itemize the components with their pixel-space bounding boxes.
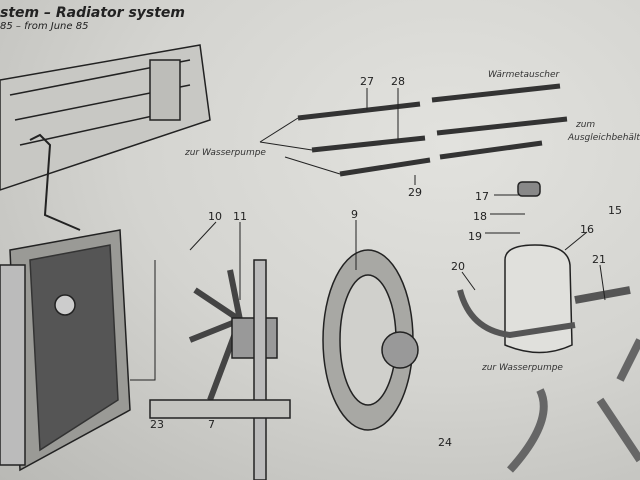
callout-29: 29 (408, 186, 422, 199)
label-zur-wasserpumpe-top: zur Wasserpumpe (184, 148, 266, 158)
callout-10: 10 (208, 210, 222, 223)
hose-lower (507, 338, 640, 473)
callout-27: 27 (360, 75, 374, 88)
callout-16: 16 (580, 223, 594, 236)
callout-28: 28 (391, 75, 405, 88)
callout-7: 7 (208, 418, 215, 431)
callout-15: 15 (608, 204, 622, 217)
pipe (149, 399, 291, 419)
callout-9: 9 (351, 208, 358, 221)
callout-24: 24 (438, 436, 452, 449)
callout-23: 23 (150, 418, 164, 431)
label-waermetauscher: Wärmetauscher (488, 70, 561, 80)
fan-shroud (322, 249, 419, 431)
label-ausgleichbehaelter: Ausgleichbehält (567, 133, 640, 143)
hoses (297, 83, 568, 177)
arrow (29, 133, 81, 231)
callout-17: 17 (475, 190, 489, 203)
callout-19: 19 (468, 230, 482, 243)
fan (188, 259, 278, 480)
label-zum: zum (575, 120, 595, 130)
radiator (0, 229, 131, 472)
callout-21: 21 (592, 253, 606, 266)
expansion-tank (457, 181, 631, 354)
page-subtitle: 85 – from June 85 (0, 21, 89, 32)
callout-20: 20 (451, 260, 465, 273)
page-title: stem – Radiator system (0, 5, 186, 21)
callout-11: 11 (233, 210, 247, 223)
callout-18: 18 (473, 210, 487, 223)
radiator-support-frame (0, 44, 211, 191)
label-zur-wasserpumpe-tank: zur Wasserpumpe (481, 363, 563, 373)
